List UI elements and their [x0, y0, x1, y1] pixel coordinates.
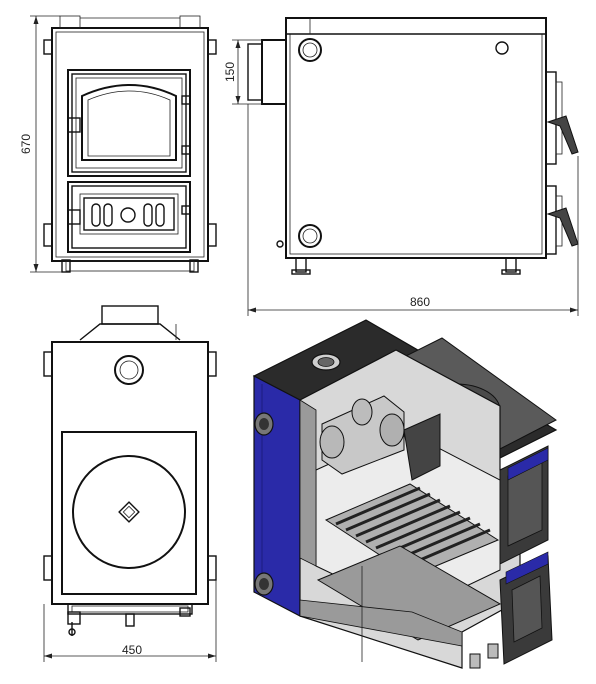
front-height-dimension: 670 — [19, 134, 33, 154]
side-depth-dimension: 860 — [410, 295, 430, 309]
flue-height-dimension: 150 — [223, 62, 237, 82]
isometric-cutaway — [252, 319, 558, 669]
side-view: 150 860 — [223, 17, 579, 316]
top-view: 450 — [43, 305, 217, 662]
front-view: 670 — [19, 15, 217, 273]
top-width-dimension: 450 — [122, 643, 142, 657]
